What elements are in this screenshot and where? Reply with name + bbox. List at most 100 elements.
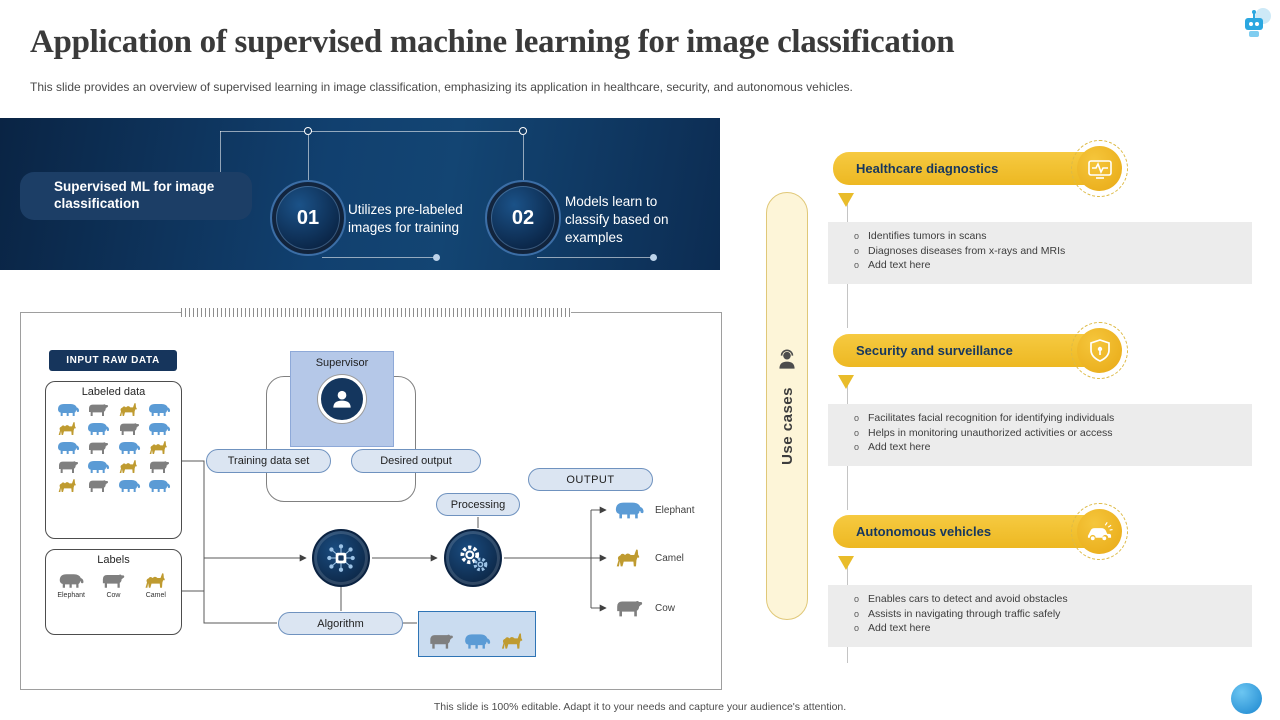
cow-icon — [99, 572, 127, 590]
camel-icon — [55, 478, 81, 494]
cow-icon — [146, 459, 172, 475]
camel-icon — [55, 421, 81, 437]
person-headset-icon — [779, 349, 795, 369]
camel-icon — [498, 632, 528, 651]
camel-icon — [116, 459, 142, 475]
pointer-triangle — [838, 193, 854, 207]
label-item: Cow — [99, 572, 127, 599]
connector-line — [322, 257, 434, 258]
banner-label: Supervised ML for image classification — [20, 172, 252, 220]
label-caption: Elephant — [57, 592, 85, 599]
bullet-marker: o — [854, 260, 860, 270]
connector-line — [523, 135, 524, 180]
sample-animals-box — [418, 611, 536, 657]
elephant-icon — [116, 478, 142, 494]
cow-icon — [55, 459, 81, 475]
use-case-card-autonomous: Autonomous vehicles o Enables cars to det… — [828, 503, 1252, 703]
elephant-icon — [85, 459, 111, 475]
elephant-icon — [613, 500, 645, 521]
use-case-header: Security and surveillance — [833, 334, 1103, 367]
bullet-text: Add text here — [868, 259, 931, 271]
output-label: Elephant — [655, 505, 695, 516]
bullet-marker: o — [854, 427, 860, 438]
cow-icon — [85, 402, 111, 418]
use-case-bullets: o Facilitates facial recognition for iden… — [828, 404, 1252, 466]
use-case-card-security: Security and surveillance o Facilitates f… — [828, 322, 1252, 522]
security-shield-icon — [1071, 322, 1128, 379]
cow-icon — [85, 478, 111, 494]
label-caption: Cow — [106, 592, 121, 599]
use-case-header: Healthcare diagnostics — [833, 152, 1103, 185]
connector-line — [308, 135, 309, 180]
output-row-cow: Cow — [613, 598, 675, 619]
step-01-number: 01 — [296, 206, 320, 229]
diagram-connectors — [182, 460, 607, 624]
labels-row: Elephant Cow Camel — [46, 566, 181, 605]
output-row-camel: Camel — [613, 548, 684, 569]
step-02-text: Models learn to classify based on exampl… — [565, 194, 669, 245]
camel-icon — [116, 402, 142, 418]
step-02-number: 02 — [511, 206, 535, 229]
connector-dot — [650, 254, 657, 261]
label-item: Camel — [142, 572, 170, 599]
labels-title: Labels — [97, 554, 130, 566]
bullet-marker: o — [854, 442, 860, 452]
bullet-text: Add text here — [868, 441, 931, 453]
use-case-title: Autonomous vehicles — [856, 524, 992, 539]
supervisor-box: Supervisor — [290, 351, 394, 447]
connector-line — [220, 131, 523, 132]
camel-icon — [142, 572, 170, 590]
algorithm-network-icon — [312, 529, 370, 587]
use-cases-rail: Use cases — [766, 192, 808, 620]
bullet-marker: o — [854, 594, 860, 604]
intro-banner: Supervised ML for image classification 0… — [0, 118, 720, 270]
labeled-animal-grid — [46, 398, 181, 496]
bullet-text: Enables cars to detect and avoid obstacl… — [868, 593, 1068, 605]
processing-pill: Processing — [436, 493, 520, 516]
bullet-text: Facilitates facial recognition for ident… — [868, 412, 1115, 424]
output-pill: OUTPUT — [528, 468, 653, 491]
use-case-bullets: o Enables cars to detect and avoid obstac… — [828, 585, 1252, 647]
decorative-circle — [1231, 683, 1262, 714]
elephant-icon — [462, 632, 492, 651]
labeled-data-title: Labeled data — [81, 386, 146, 398]
use-case-card-healthcare: Healthcare diagnostics o Identifies tumor… — [828, 140, 1252, 340]
labeled-data-box: Labeled data — [45, 381, 182, 539]
pointer-triangle — [838, 375, 854, 389]
elephant-icon — [146, 402, 172, 418]
healthcare-scan-icon — [1071, 140, 1128, 197]
bullet-text: Add text here — [868, 622, 931, 634]
elephant-icon — [146, 421, 172, 437]
elephant-icon — [85, 421, 111, 437]
step-01-circle: 01 — [270, 180, 346, 256]
label-item: Elephant — [57, 572, 85, 599]
cow-icon — [613, 598, 645, 619]
cow-icon — [85, 440, 111, 456]
bullet-marker: o — [854, 608, 860, 619]
ml-flow-diagram: INPUT RAW DATA Labeled data Labels Eleph… — [20, 308, 722, 690]
bullet-text: Identifies tumors in scans — [868, 230, 987, 242]
elephant-icon — [55, 402, 81, 418]
connector-line — [220, 131, 221, 172]
output-label: Cow — [655, 603, 676, 614]
connector-dot — [519, 127, 527, 135]
hatch-decoration — [181, 308, 571, 317]
step-01-text: Utilizes pre-labeled images for training — [348, 202, 463, 235]
page-title: Application of supervised machine learni… — [30, 24, 955, 60]
input-raw-data-label: INPUT RAW DATA — [49, 350, 177, 371]
supervisor-avatar-icon — [318, 375, 366, 423]
bullet-marker: o — [854, 413, 860, 423]
camel-icon — [613, 548, 645, 569]
robot-logo-icon — [1238, 6, 1274, 42]
connector-dot — [433, 254, 440, 261]
bullet-text: Assists in navigating through traffic sa… — [868, 607, 1061, 620]
bullet-marker: o — [854, 245, 860, 256]
camel-icon — [146, 440, 172, 456]
supervisor-label: Supervisor — [315, 357, 369, 369]
use-case-header: Autonomous vehicles — [833, 515, 1103, 548]
output-row-elephant: Elephant — [613, 500, 694, 521]
bullet-marker: o — [854, 231, 860, 241]
slide-footer: This slide is 100% editable. Adapt it to… — [433, 701, 847, 713]
